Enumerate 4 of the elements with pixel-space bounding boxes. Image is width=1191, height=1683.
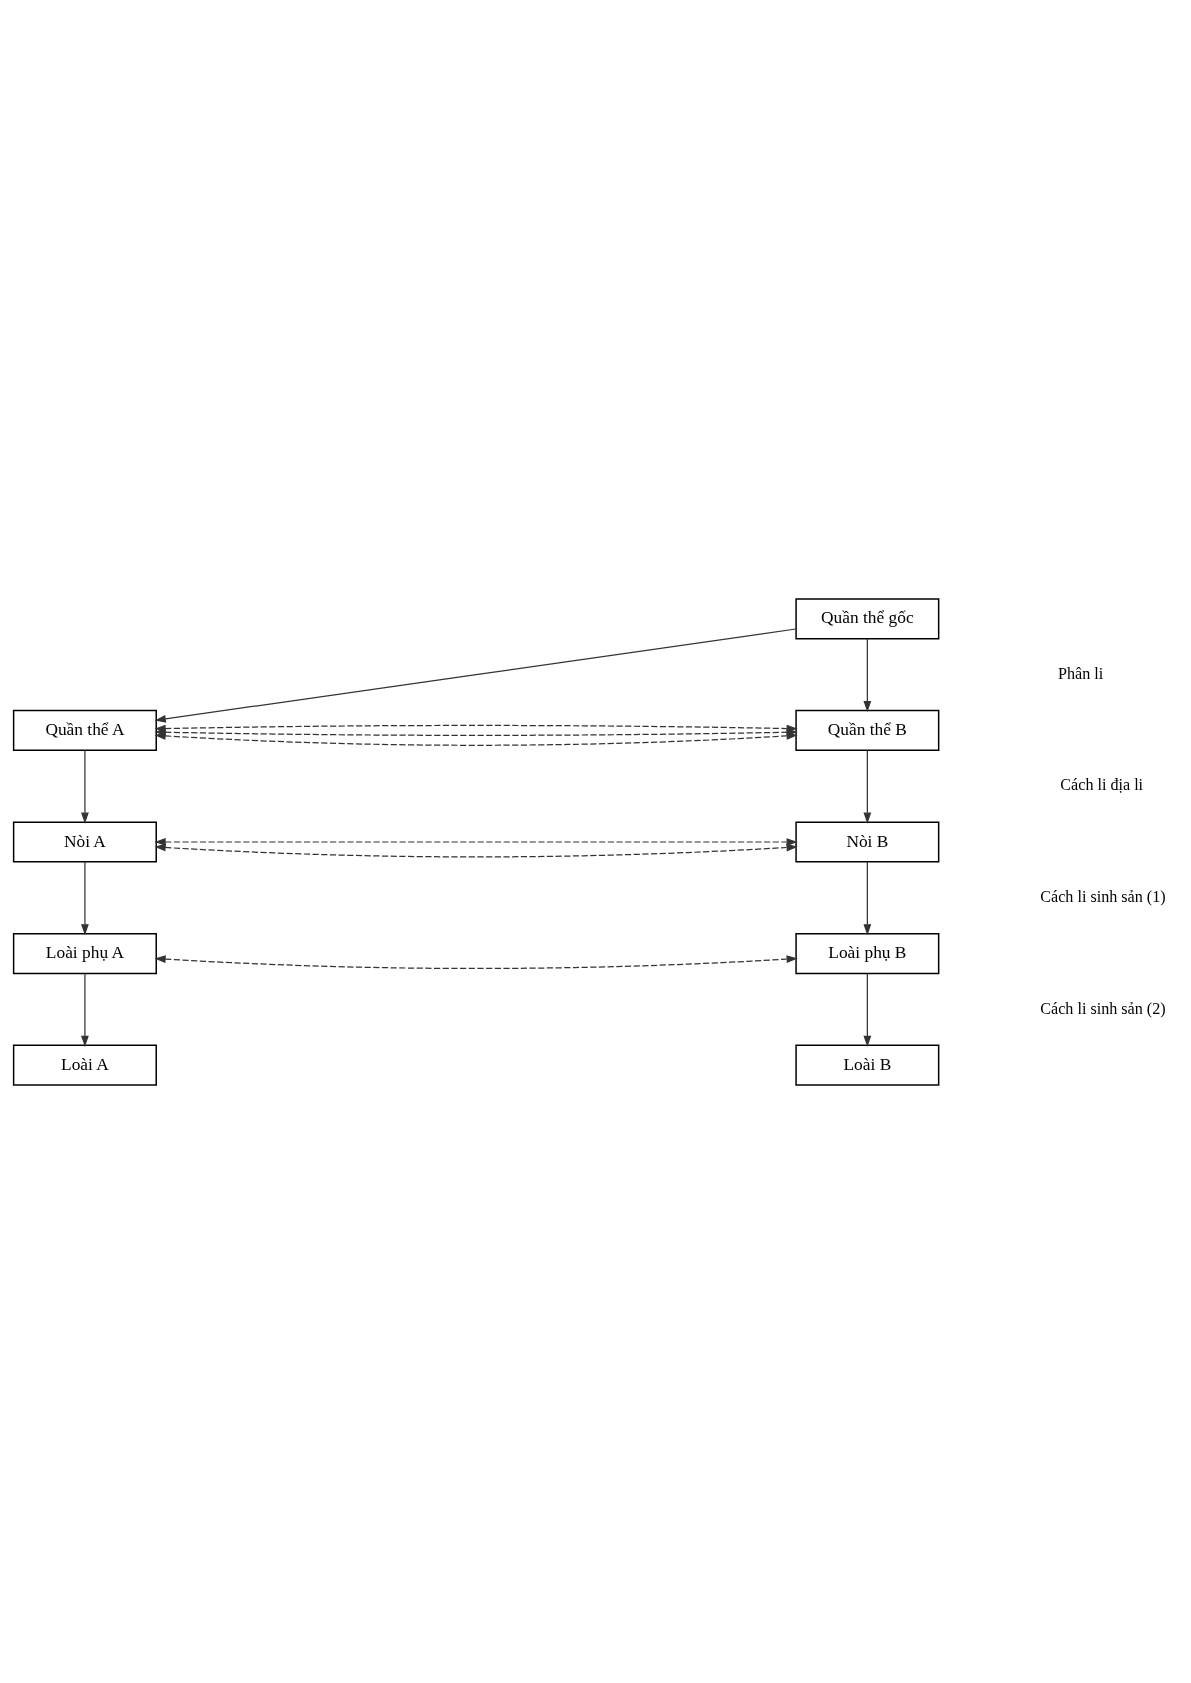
label: Phân li [1058, 664, 1104, 682]
label: Cách li địa li [1060, 775, 1144, 793]
label: Cách li sinh sản (2) [1040, 999, 1166, 1017]
label: Cách li sinh sản (1) [1040, 887, 1166, 905]
